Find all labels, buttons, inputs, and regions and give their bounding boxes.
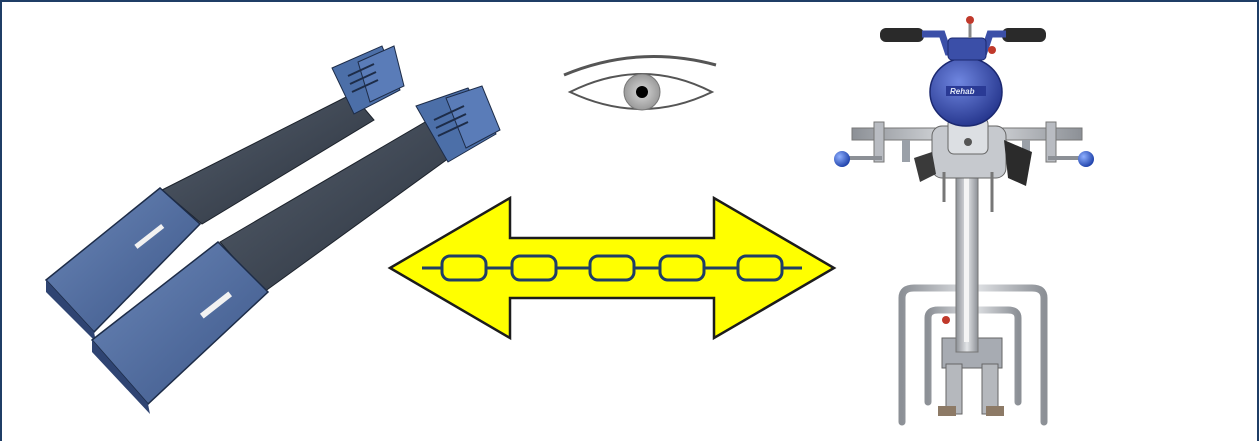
standing-frame-device: Rehab xyxy=(834,16,1106,432)
right-knob xyxy=(1078,151,1094,167)
chain-icon xyxy=(422,256,802,280)
device-brand-label: Rehab xyxy=(950,87,975,96)
foot-plates xyxy=(46,46,500,414)
eye-icon xyxy=(564,57,716,110)
left-knob xyxy=(834,151,850,167)
